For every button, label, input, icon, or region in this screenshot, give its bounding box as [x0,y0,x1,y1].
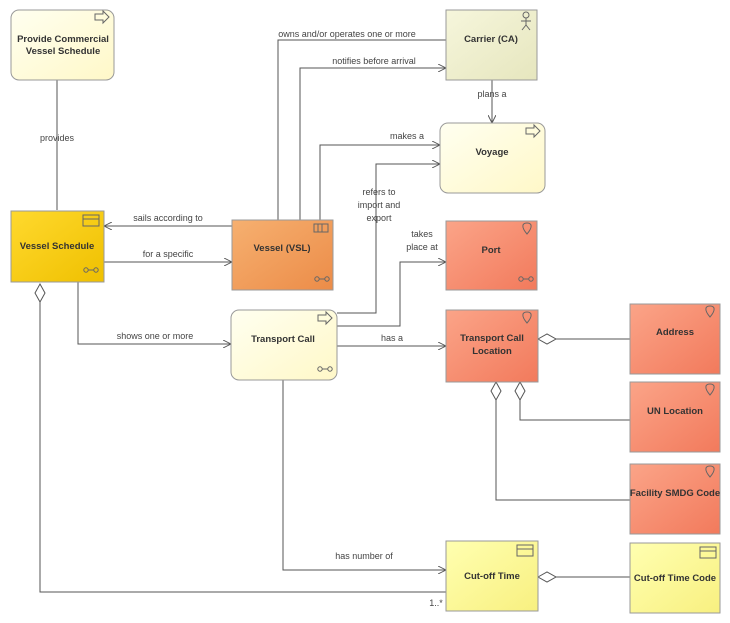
node-address[interactable]: Address [629,303,721,375]
edge-has-number [282,380,446,570]
aggregation-diamond [34,282,46,304]
edge-makes [319,145,440,220]
node-provide-schedule[interactable]: Provide Commercial Vessel Schedule [10,9,115,81]
node-vessel[interactable]: Vessel (VSL) [231,219,334,291]
link-icon [317,366,333,372]
node-label: Transport Call [251,334,315,345]
edge-label-has-a: has a [381,333,403,343]
node-label: Provide Commercial [17,34,109,45]
data-object-icon [699,546,717,559]
edge-schedule-cutoff [39,302,446,593]
edge-refers [337,164,440,314]
node-un-location[interactable]: UN Location [629,381,721,453]
aggregation-diamond [536,571,558,583]
node-label: Facility SMDG Code [630,488,720,499]
edge-label-shows: shows one or more [117,331,194,341]
location-pin-icon [705,465,715,478]
node-cutoff-time[interactable]: Cut-off Time [445,540,539,612]
edge-label-sails: sails according to [133,213,203,223]
edge-label-provides: provides [40,133,75,143]
edge-label-refers-3: export [366,213,392,223]
edge-owns [277,39,446,220]
aggregation-diamond [536,333,558,345]
edge-notifies [299,68,446,220]
node-label: Voyage [475,147,508,158]
edge-label-plans: plans a [477,89,506,99]
link-icon [83,267,99,273]
edge-label-multiplicity: 1..* [429,598,443,608]
actor-icon [521,11,531,31]
node-port[interactable]: Port [445,220,538,291]
edge-un-location [519,400,630,421]
equipment-icon [313,223,329,233]
edge-takes-place [337,262,446,327]
node-transport-call-location[interactable]: Transport Call Location [445,309,539,383]
node-carrier[interactable]: Carrier (CA) [445,9,538,81]
edge-shows [77,282,231,344]
node-label: Address [656,327,694,338]
edge-facility [495,400,630,501]
edge-label-notifies: notifies before arrival [332,56,416,66]
node-voyage[interactable]: Voyage [439,122,546,194]
location-pin-icon [522,222,532,235]
edge-label-takes-2: place at [406,242,438,252]
data-object-icon [82,214,100,227]
node-label: Cut-off Time [464,571,520,582]
node-label: Vessel Schedule [20,241,94,252]
edge-label-makes: makes a [390,131,424,141]
node-label: Transport Call [460,333,524,344]
link-icon [518,276,534,282]
aggregation-diamond [490,380,502,402]
node-transport-call[interactable]: Transport Call [230,309,338,381]
edges [34,39,630,593]
node-facility-smdg[interactable]: Facility SMDG Code [629,463,721,535]
process-arrow-icon [317,310,333,326]
node-label: Port [482,245,502,256]
location-pin-icon [705,305,715,318]
data-object-icon [516,544,534,557]
edge-label-for-specific: for a specific [143,249,194,259]
process-arrow-icon [525,123,541,139]
node-label: Cut-off Time Code [634,573,716,584]
location-pin-icon [522,311,532,324]
edge-label-owns: owns and/or operates one or more [278,29,416,39]
link-icon [314,276,330,282]
aggregation-diamond [514,380,526,402]
node-label: Carrier (CA) [464,34,518,45]
edge-label-takes-1: takes [411,229,433,239]
edge-label-refers-2: import and [358,200,401,210]
process-arrow-icon [94,9,110,25]
edge-label-has-number: has number of [335,551,393,561]
edge-label-refers-1: refers to [362,187,395,197]
node-label: Vessel Schedule [26,46,100,57]
node-label: UN Location [647,406,703,417]
location-pin-icon [705,383,715,396]
node-label: Vessel (VSL) [253,243,310,254]
node-vessel-schedule[interactable]: Vessel Schedule [10,210,105,283]
edge-labels: owns and/or operates one or more notifie… [40,29,507,608]
node-label: Location [472,346,512,357]
node-cutoff-time-code[interactable]: Cut-off Time Code [629,542,721,614]
